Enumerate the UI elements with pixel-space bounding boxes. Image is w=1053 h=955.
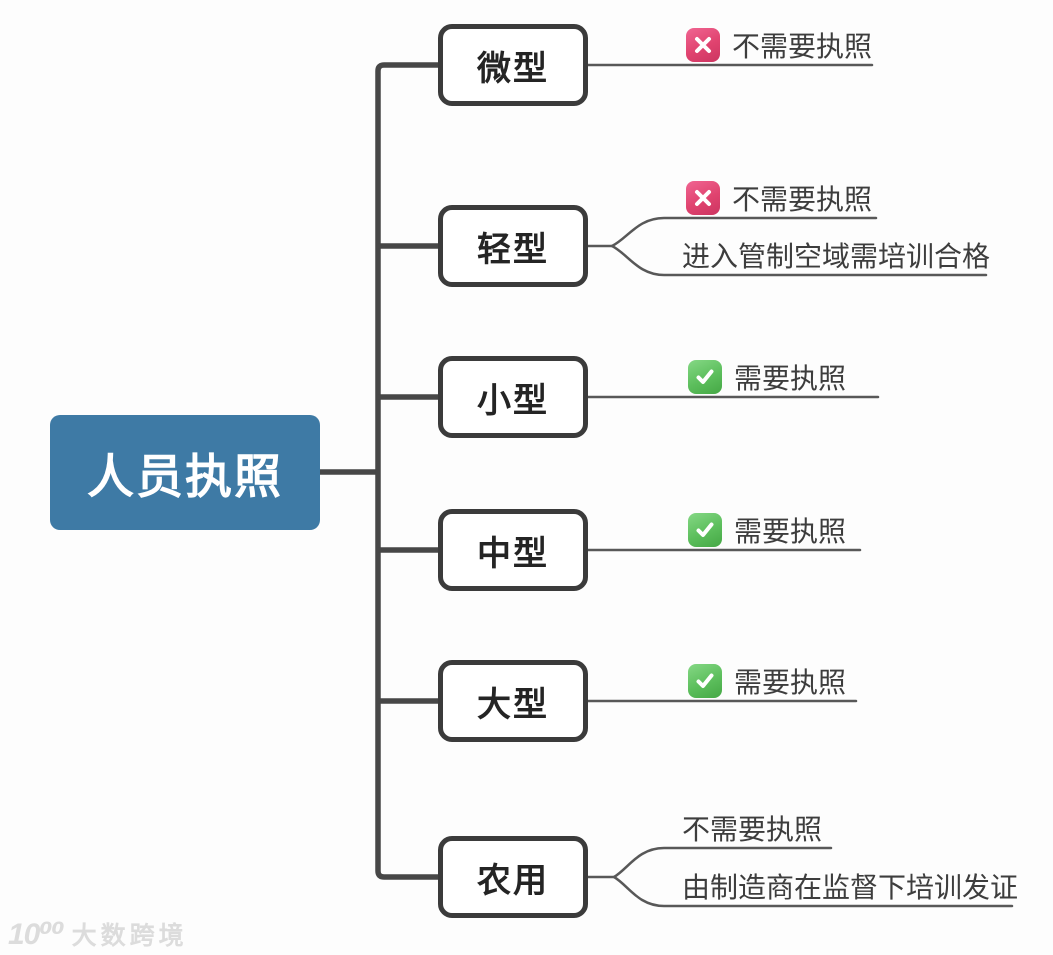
leaf-text: 不需要执照 — [732, 184, 873, 215]
leaf-text: 需要执照 — [734, 667, 847, 698]
watermark-brand-name: 大数跨境 — [71, 922, 188, 950]
branch-node-micro[interactable]: 微型 — [438, 24, 588, 106]
leaf-text: 需要执照 — [734, 516, 847, 547]
leaf-text: 进入管制空域需培训合格 — [682, 241, 991, 272]
leaf-text: 不需要执照 — [732, 31, 873, 62]
leaf-node-micro-no-license[interactable]: 不需要执照 — [686, 28, 872, 62]
branch-node-large[interactable]: 大型 — [438, 660, 588, 742]
leaf-node-agri-manufacturer-training[interactable]: 由制造商在监督下培训发证 — [682, 869, 1018, 903]
branch-label: 中型 — [477, 534, 549, 573]
branch-label: 微型 — [477, 49, 549, 88]
leaf-node-small-license-required[interactable]: 需要执照 — [688, 360, 846, 394]
watermark: 10⁰⁰ 大数跨境 — [8, 916, 188, 952]
leaf-node-large-license-required[interactable]: 需要执照 — [688, 664, 846, 698]
branch-label: 轻型 — [477, 230, 549, 269]
leaf-text: 由制造商在监督下培训发证 — [682, 872, 1019, 903]
leaf-node-medium-license-required[interactable]: 需要执照 — [688, 513, 846, 547]
branch-label: 大型 — [477, 685, 549, 724]
leaf-node-light-no-license[interactable]: 不需要执照 — [686, 181, 872, 215]
leaf-node-agri-no-license[interactable]: 不需要执照 — [682, 811, 822, 845]
watermark-logo: 10⁰⁰ — [8, 917, 65, 951]
trunk-connector — [375, 62, 438, 880]
check-icon — [688, 513, 722, 547]
branch-node-small[interactable]: 小型 — [438, 356, 588, 438]
branch-node-medium[interactable]: 中型 — [438, 509, 588, 591]
check-icon — [688, 360, 722, 394]
leaf-node-light-training[interactable]: 进入管制空域需培训合格 — [682, 238, 990, 272]
branch-label: 农用 — [477, 861, 549, 900]
check-icon — [688, 664, 722, 698]
branch-label: 小型 — [477, 381, 549, 420]
root-node-label: 人员执照 — [87, 450, 283, 503]
root-node-personnel-license[interactable]: 人员执照 — [50, 415, 320, 530]
leaf-text: 不需要执照 — [682, 814, 823, 845]
leaf-text: 需要执照 — [734, 363, 847, 394]
cross-icon — [686, 181, 720, 215]
cross-icon — [686, 28, 720, 62]
branch-node-agricultural[interactable]: 农用 — [438, 836, 588, 918]
branch-node-light[interactable]: 轻型 — [438, 205, 588, 287]
